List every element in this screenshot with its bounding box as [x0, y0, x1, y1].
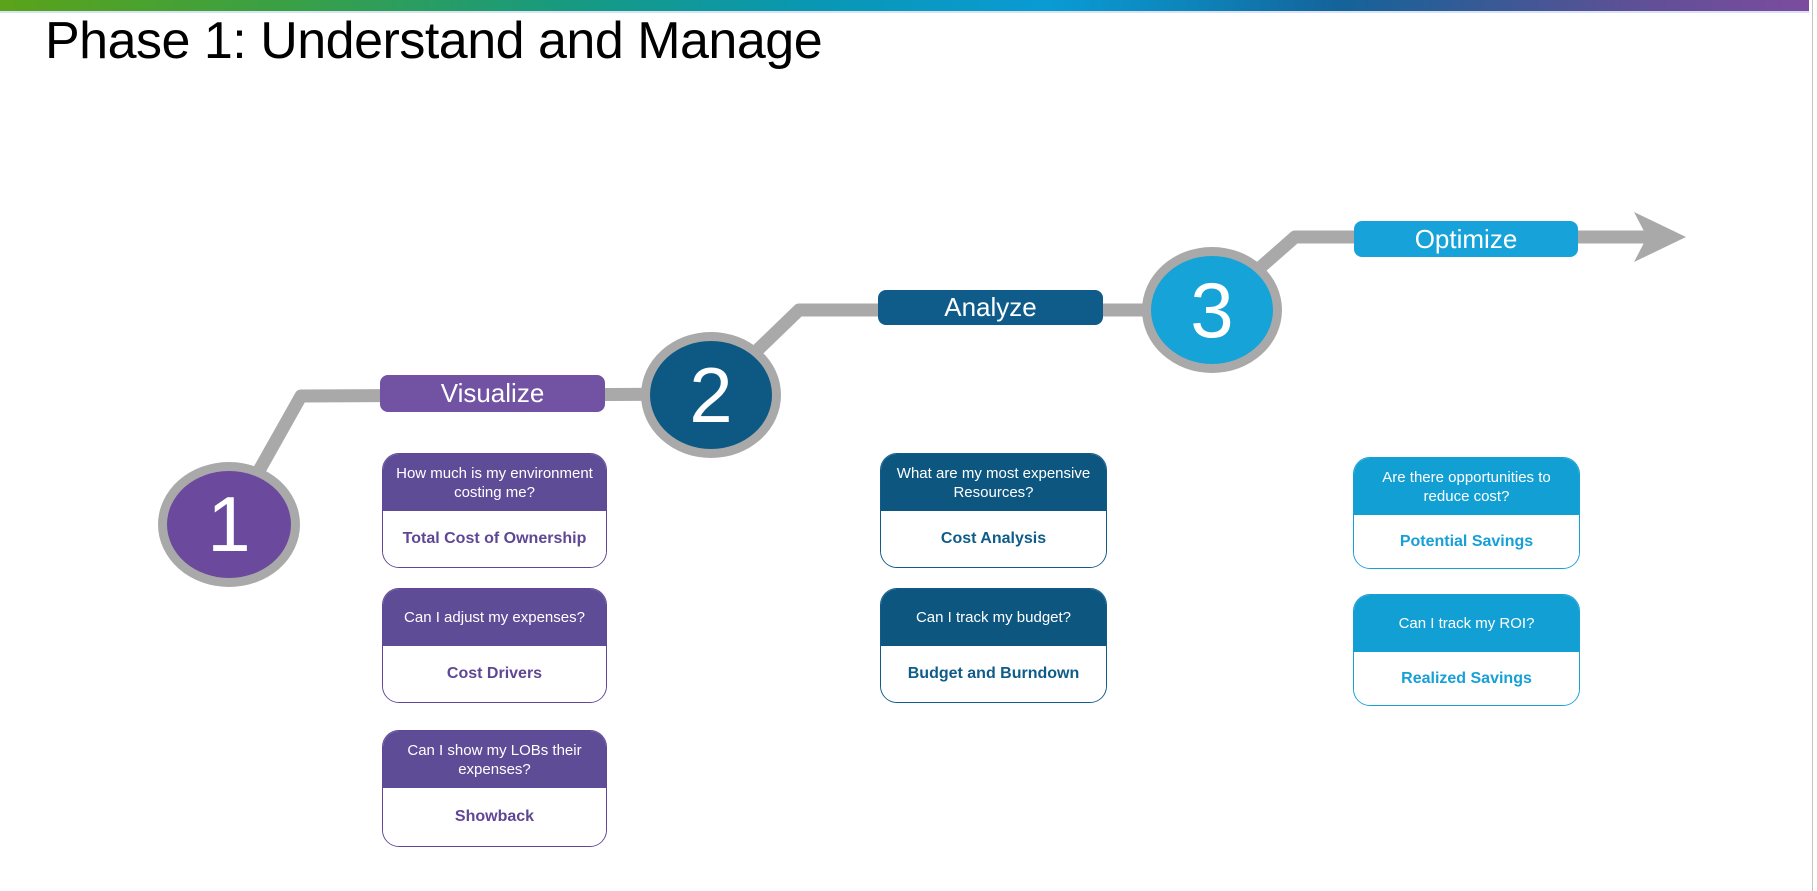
- card-question: Can I show my LOBs their expenses?: [383, 731, 606, 788]
- qa-card: What are my most expensive Resources? Co…: [880, 453, 1107, 568]
- step-label-optimize: Optimize: [1354, 221, 1578, 257]
- flow-arrow-icon: [1634, 212, 1686, 262]
- card-question: Can I adjust my expenses?: [383, 589, 606, 646]
- step-circle-2: 2: [641, 332, 781, 458]
- step-label-visualize: Visualize: [380, 375, 605, 412]
- card-question: Can I track my ROI?: [1354, 595, 1579, 652]
- card-question: Are there opportunities to reduce cost?: [1354, 458, 1579, 515]
- card-answer: Budget and Burndown: [881, 646, 1106, 702]
- card-answer: Showback: [383, 788, 606, 846]
- card-question: Can I track my budget?: [881, 589, 1106, 646]
- card-answer: Cost Analysis: [881, 511, 1106, 567]
- qa-card: Can I show my LOBs their expenses? Showb…: [382, 730, 607, 847]
- slide-right-border: [1812, 0, 1813, 891]
- card-answer: Cost Drivers: [383, 646, 606, 702]
- step-circle-3: 3: [1142, 247, 1282, 373]
- step-number-3: 3: [1190, 265, 1234, 354]
- step-number-1: 1: [207, 480, 251, 568]
- qa-card: Are there opportunities to reduce cost? …: [1353, 457, 1580, 569]
- step-circle-1: 1: [158, 462, 300, 587]
- card-answer: Total Cost of Ownership: [383, 511, 606, 567]
- slide-title: Phase 1: Understand and Manage: [45, 12, 823, 70]
- qa-card: Can I track my budget? Budget and Burndo…: [880, 588, 1107, 703]
- qa-card: Can I adjust my expenses? Cost Drivers: [382, 588, 607, 703]
- gradient-accent-bar: [0, 0, 1809, 11]
- accent-bar-underline: [0, 11, 1809, 13]
- step-label-analyze: Analyze: [878, 290, 1103, 325]
- card-answer: Potential Savings: [1354, 515, 1579, 568]
- qa-card: How much is my environment costing me? T…: [382, 453, 607, 568]
- step-number-2: 2: [689, 350, 733, 439]
- qa-card: Can I track my ROI? Realized Savings: [1353, 594, 1580, 706]
- card-question: What are my most expensive Resources?: [881, 454, 1106, 511]
- card-answer: Realized Savings: [1354, 652, 1579, 705]
- card-question: How much is my environment costing me?: [383, 454, 606, 511]
